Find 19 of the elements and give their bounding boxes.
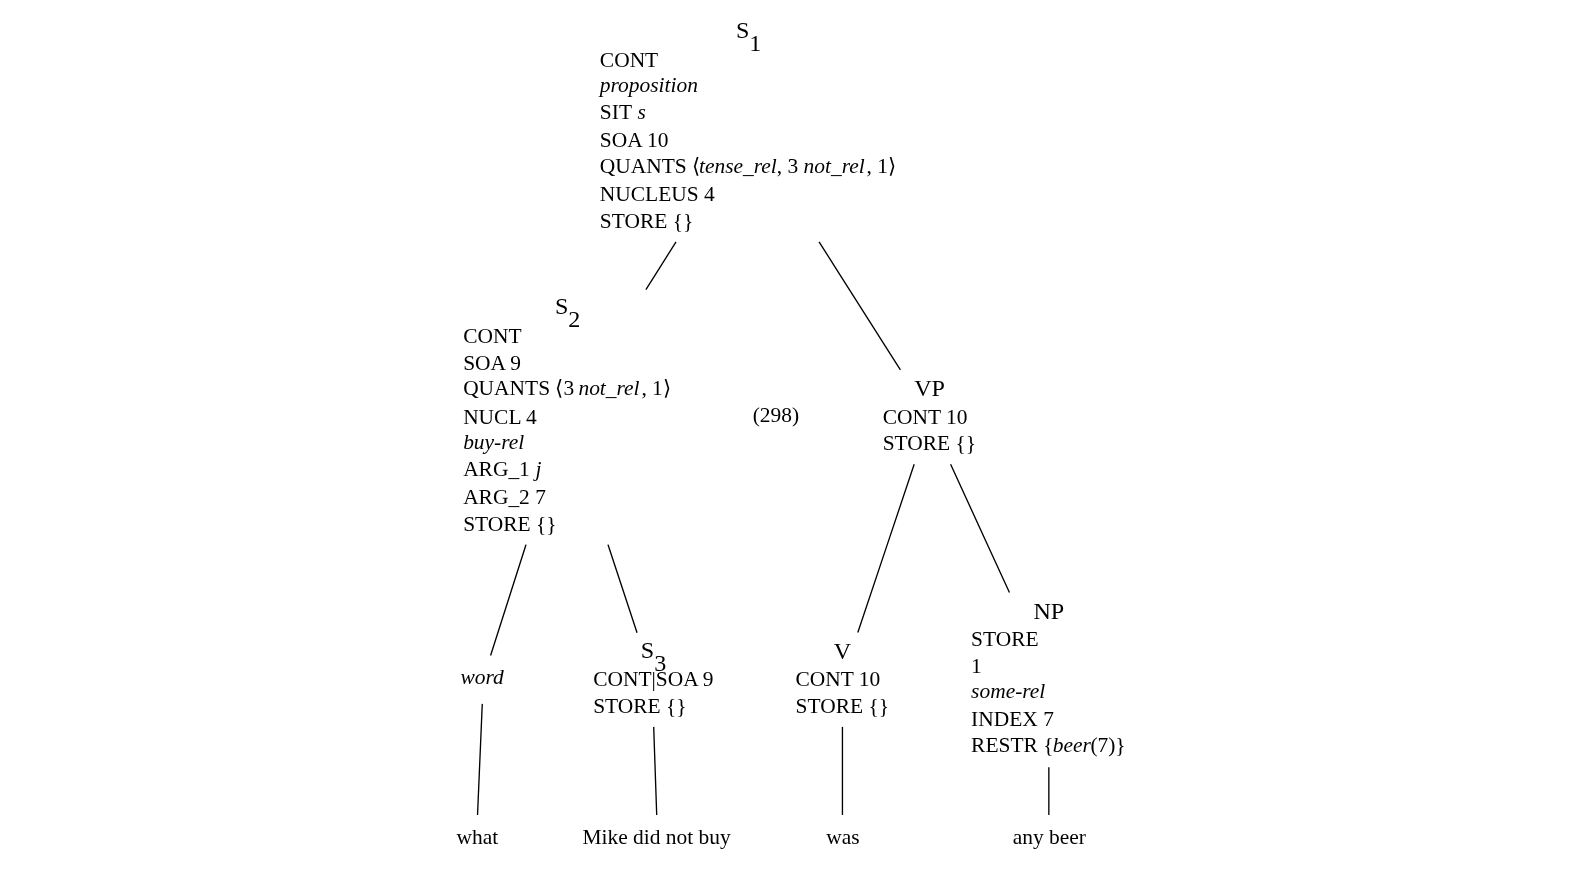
node-text: any beer — [1012, 825, 1086, 850]
connector — [644, 241, 677, 291]
connector — [949, 463, 1010, 594]
node-text: NP STORE 1 some-rel INDEX 7 RESTR {beer(7)} — [970, 597, 1126, 757]
connector — [476, 703, 483, 816]
connector — [841, 726, 843, 816]
connector — [856, 463, 915, 634]
connector — [606, 543, 638, 634]
connector — [489, 543, 527, 657]
node-text: what — [455, 825, 498, 850]
node-text: V CONT 10 STORE {} — [795, 637, 889, 718]
connector — [1047, 766, 1049, 816]
node-text: VP CONT 10 STORE {} — [882, 375, 976, 456]
node-text: word — [459, 664, 504, 689]
connector — [817, 241, 901, 371]
label: (298) — [752, 403, 799, 428]
node-text: Mike did not buy — [581, 825, 731, 850]
node-text: was — [825, 825, 860, 850]
connector — [652, 726, 657, 816]
